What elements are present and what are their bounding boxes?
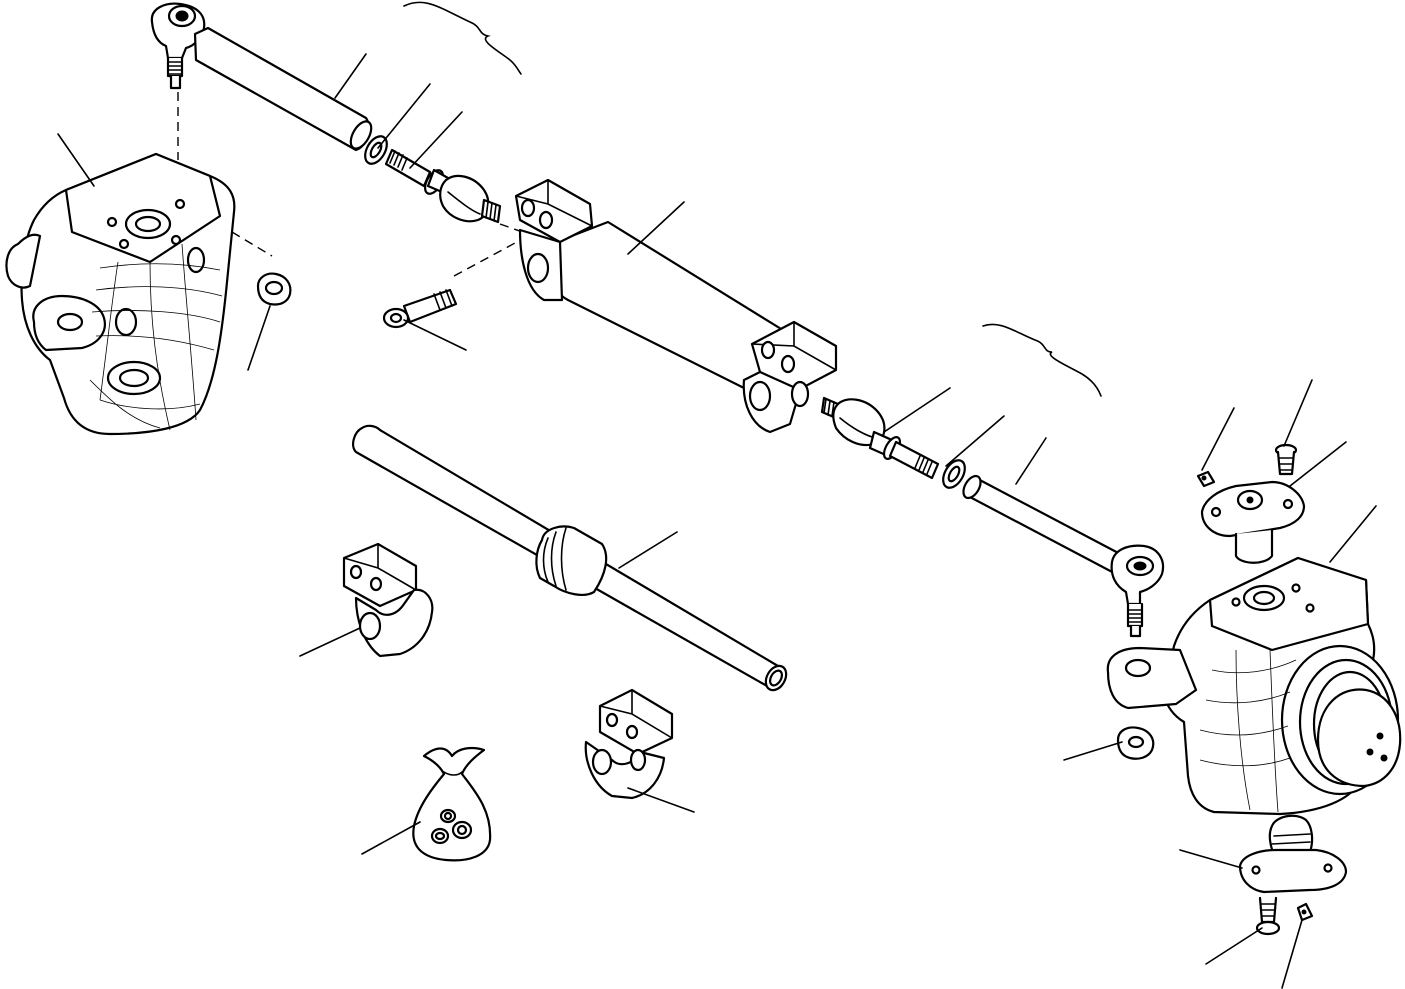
leader-line — [57, 133, 95, 187]
right-tie-rod-tube — [962, 474, 1126, 576]
left-knuckle-nut — [256, 272, 292, 306]
leader-line — [627, 201, 685, 255]
leader-line — [1179, 849, 1243, 869]
leader-line — [1201, 407, 1235, 471]
cylinder-clamp-lower — [584, 688, 674, 800]
right-steering-knuckle — [1106, 556, 1402, 816]
right-knuckle-nut — [1116, 726, 1155, 760]
right-tie-rod-group-bracket — [982, 323, 1102, 397]
right-threaded-adapter — [868, 430, 940, 480]
lower-grease-fitting — [1296, 902, 1314, 922]
left-tie-rod-tube — [193, 26, 373, 152]
leader-line — [945, 415, 1005, 467]
left-tie-rod-end — [150, 2, 206, 90]
cylinder-mounting-bolt — [382, 288, 458, 329]
callout-leader-lines — [57, 53, 1377, 989]
leader-line — [403, 319, 467, 351]
left-inner-ball-joint — [439, 174, 502, 224]
left-threaded-adapter — [384, 148, 450, 195]
upper-grease-fitting — [1196, 470, 1216, 488]
leader-line — [334, 53, 367, 99]
left-steering-knuckle — [5, 152, 236, 436]
right-tie-rod-end — [1110, 544, 1165, 638]
leader-line — [409, 111, 463, 169]
leader-line — [1281, 919, 1303, 989]
steering-cylinder — [514, 178, 838, 434]
piston-rod-assembly — [352, 424, 788, 692]
leader-line — [377, 83, 431, 149]
lower-cap-bolt — [1255, 896, 1281, 936]
leader-line — [883, 387, 951, 433]
leader-line — [627, 787, 695, 813]
upper-cap-bolt — [1274, 443, 1298, 476]
leader-line — [361, 821, 421, 855]
upper-king-pin-cap — [1200, 480, 1306, 564]
leader-line — [1289, 441, 1347, 487]
leader-line — [299, 627, 361, 657]
right-jam-nut — [942, 459, 966, 489]
lower-king-pin-cap — [1238, 814, 1348, 894]
leader-line — [1283, 379, 1313, 447]
leader-line — [1063, 741, 1123, 761]
leader-line — [1015, 437, 1047, 485]
leader-line — [247, 305, 271, 371]
left-assembly-guide-lines — [177, 92, 529, 277]
leader-line — [1329, 505, 1377, 563]
leader-line — [1205, 927, 1263, 965]
leader-line — [618, 531, 678, 569]
left-tie-rod-group-bracket — [403, 1, 522, 75]
cylinder-clamp-upper — [342, 542, 434, 658]
seal-kit-bag — [412, 746, 492, 862]
